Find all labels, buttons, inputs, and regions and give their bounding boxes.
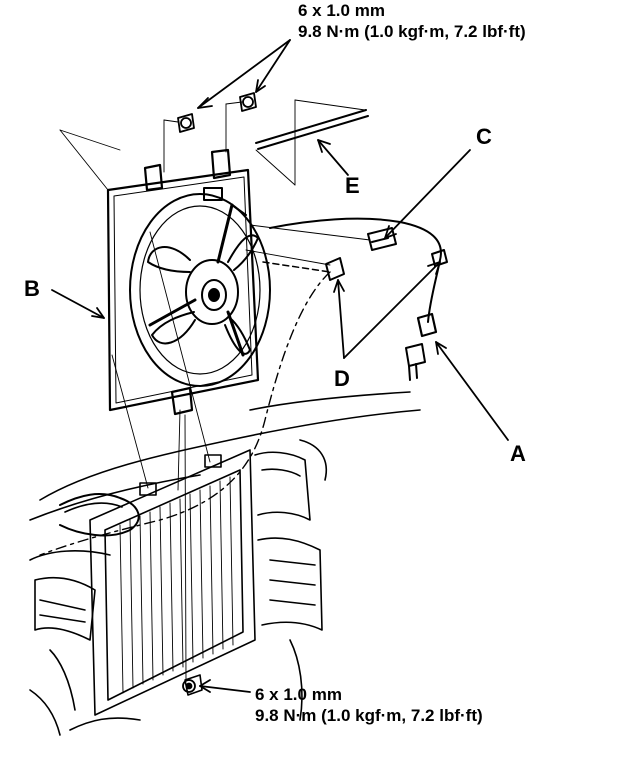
wire-harness bbox=[262, 217, 448, 381]
arrow-top-spec-left bbox=[197, 39, 291, 109]
callout-a: A bbox=[510, 441, 526, 466]
alignment-lines bbox=[59, 99, 371, 681]
bottom-spec-torque: 9.8 N·m (1.0 kgf·m, 7.2 lbf·ft) bbox=[255, 706, 483, 725]
arrow-e bbox=[317, 139, 349, 176]
callout-arrows bbox=[51, 39, 509, 693]
arrow-d-left bbox=[337, 279, 345, 359]
arrow-d-right bbox=[343, 261, 441, 359]
bottom-bolt bbox=[182, 679, 196, 693]
fan-shroud bbox=[106, 148, 260, 416]
arrow-top-spec-right bbox=[255, 39, 291, 93]
connector-e bbox=[255, 109, 369, 150]
fan-and-motor bbox=[129, 187, 271, 387]
arrow-b bbox=[51, 289, 105, 319]
dashed-routing-lines bbox=[39, 271, 331, 556]
callout-c: C bbox=[476, 124, 492, 149]
top-spec-torque: 9.8 N·m (1.0 kgf·m, 7.2 lbf·ft) bbox=[298, 22, 526, 41]
callout-b: B bbox=[24, 276, 40, 301]
arrow-bottom-spec bbox=[199, 685, 251, 693]
arrow-a bbox=[435, 341, 509, 441]
top-bolts bbox=[177, 92, 257, 133]
top-spec-size: 6 x 1.0 mm bbox=[298, 1, 385, 20]
top-torque-spec: 6 x 1.0 mm 9.8 N·m (1.0 kgf·m, 7.2 lbf·f… bbox=[298, 0, 526, 42]
radiator-and-engine-bay bbox=[29, 391, 421, 736]
callout-d: D bbox=[334, 366, 350, 391]
bottom-spec-size: 6 x 1.0 mm bbox=[255, 685, 342, 704]
callout-e: E bbox=[345, 173, 360, 198]
bottom-torque-spec: 6 x 1.0 mm 9.8 N·m (1.0 kgf·m, 7.2 lbf·f… bbox=[255, 684, 483, 726]
arrow-c bbox=[384, 149, 471, 239]
